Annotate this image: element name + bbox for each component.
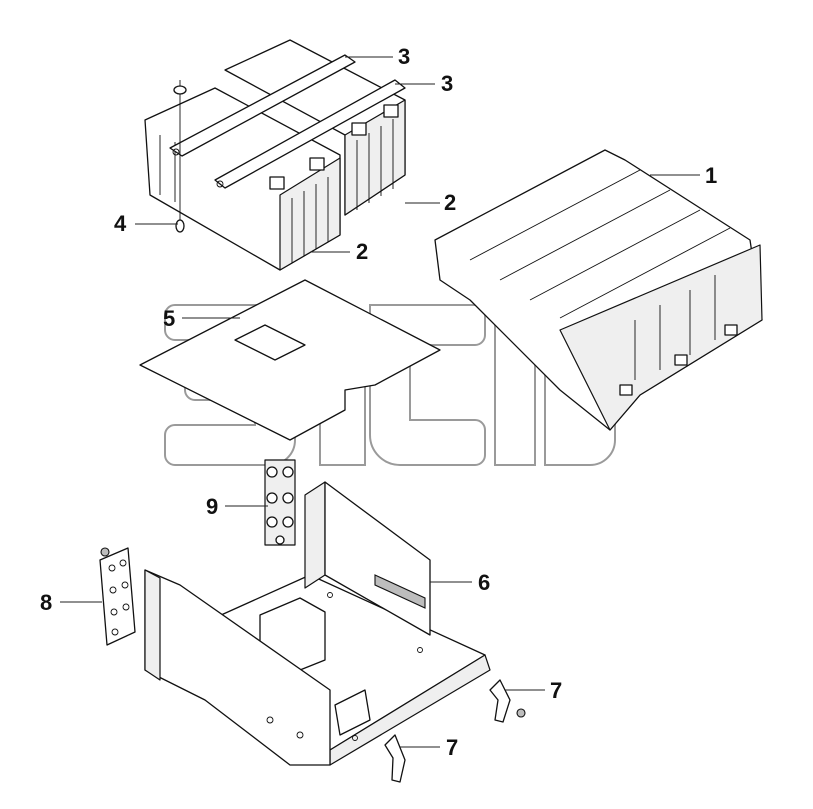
callout-4: 4: [114, 211, 127, 236]
leader-lines: [60, 56, 700, 748]
latch-right: [489, 679, 526, 723]
callout-3-rear: 3: [398, 44, 410, 69]
mounting-bracket: [144, 569, 331, 766]
callout-3-front: 3: [441, 71, 453, 96]
callout-6: 6: [478, 570, 490, 595]
callout-labels: 3 3 1 2 2 4 5 9 6 8 7 7: [40, 44, 717, 760]
rubber-mat: [139, 279, 441, 441]
battery-cover: [434, 149, 763, 431]
battery-tray: [154, 481, 491, 766]
callout-7-right: 7: [550, 678, 562, 703]
callout-5: 5: [163, 306, 175, 331]
callout-2-front: 2: [356, 239, 368, 264]
callout-8: 8: [40, 590, 52, 615]
callout-7-front: 7: [446, 735, 458, 760]
callout-1: 1: [705, 163, 717, 188]
mounting-plate: [99, 547, 136, 646]
terminal-block: [264, 459, 296, 546]
battery-hold-down-bar-rear: [169, 54, 356, 157]
battery-rear: [224, 39, 406, 216]
callout-2-rear: 2: [444, 190, 456, 215]
tie-bolt: [173, 80, 187, 233]
callout-9: 9: [206, 494, 218, 519]
latch-front: [384, 734, 406, 783]
battery-hold-down-bar-front: [214, 79, 406, 189]
